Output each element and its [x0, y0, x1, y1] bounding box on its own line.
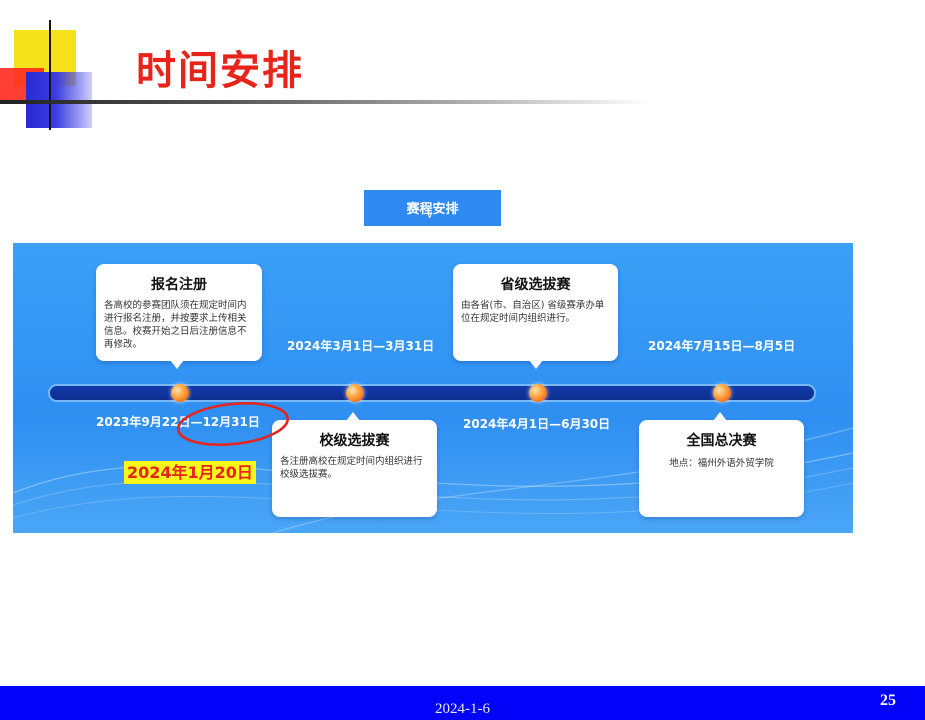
schedule-tag: 赛程安排	[364, 190, 501, 226]
timeline-track	[50, 386, 814, 400]
stage-card-registration: 报名注册 各高校的参赛团队须在规定时间内进行报名注册，并按要求上传相关信息。校赛…	[96, 264, 262, 361]
schedule-tag-label: 赛程安排	[406, 202, 459, 217]
stage-date-provincial: 2024年4月1日—6月30日	[463, 417, 611, 431]
timeline-dot-1	[171, 384, 189, 402]
card-pointer	[170, 360, 184, 369]
stage-description: 各高校的参赛团队须在规定时间内进行报名注册，并按要求上传相关信息。校赛开始之日后…	[104, 300, 247, 350]
title-underline	[0, 100, 650, 104]
logo-vertical-line	[49, 20, 51, 130]
stage-card-national: 全国总决赛 地点：福州外语外贸学院	[639, 420, 804, 517]
chevron-down-icon: ∨	[426, 210, 434, 221]
highlighted-new-date: 2024年1月20日	[124, 461, 256, 484]
stage-date-school: 2024年3月1日—3月31日	[287, 339, 435, 353]
stage-description: 各注册高校在规定时间内组织进行校级选拔赛。	[280, 456, 423, 480]
footer-bar	[0, 686, 925, 720]
slide-title: 时间安排	[136, 48, 304, 94]
stage-date-national: 2024年7月15日—8月5日	[648, 339, 796, 353]
timeline-dot-3	[529, 384, 547, 402]
stage-description: 由各省(市、自治区) 省级赛承办单位在规定时间内组织进行。	[461, 300, 605, 324]
stage-title: 校级选拔赛	[319, 433, 390, 449]
red-circle-annotation	[177, 402, 289, 446]
stage-card-school: 校级选拔赛 各注册高校在规定时间内组织进行校级选拔赛。	[272, 420, 437, 517]
stage-title: 省级选拔赛	[500, 277, 571, 293]
card-pointer	[713, 412, 727, 421]
footer-date: 2024-1-6	[435, 701, 490, 717]
stage-description: 地点：福州外语外贸学院	[669, 458, 774, 469]
stage-title: 报名注册	[151, 277, 207, 293]
card-pointer	[529, 360, 543, 369]
page-number: 25	[880, 692, 896, 709]
stage-card-provincial: 省级选拔赛 由各省(市、自治区) 省级赛承办单位在规定时间内组织进行。	[453, 264, 618, 361]
timeline-dot-2	[346, 384, 364, 402]
card-pointer	[346, 412, 360, 421]
stage-title: 全国总决赛	[686, 433, 757, 449]
timeline-dot-4	[713, 384, 731, 402]
stage-date-registration: 2023年9月22日—12月31日	[96, 415, 260, 429]
